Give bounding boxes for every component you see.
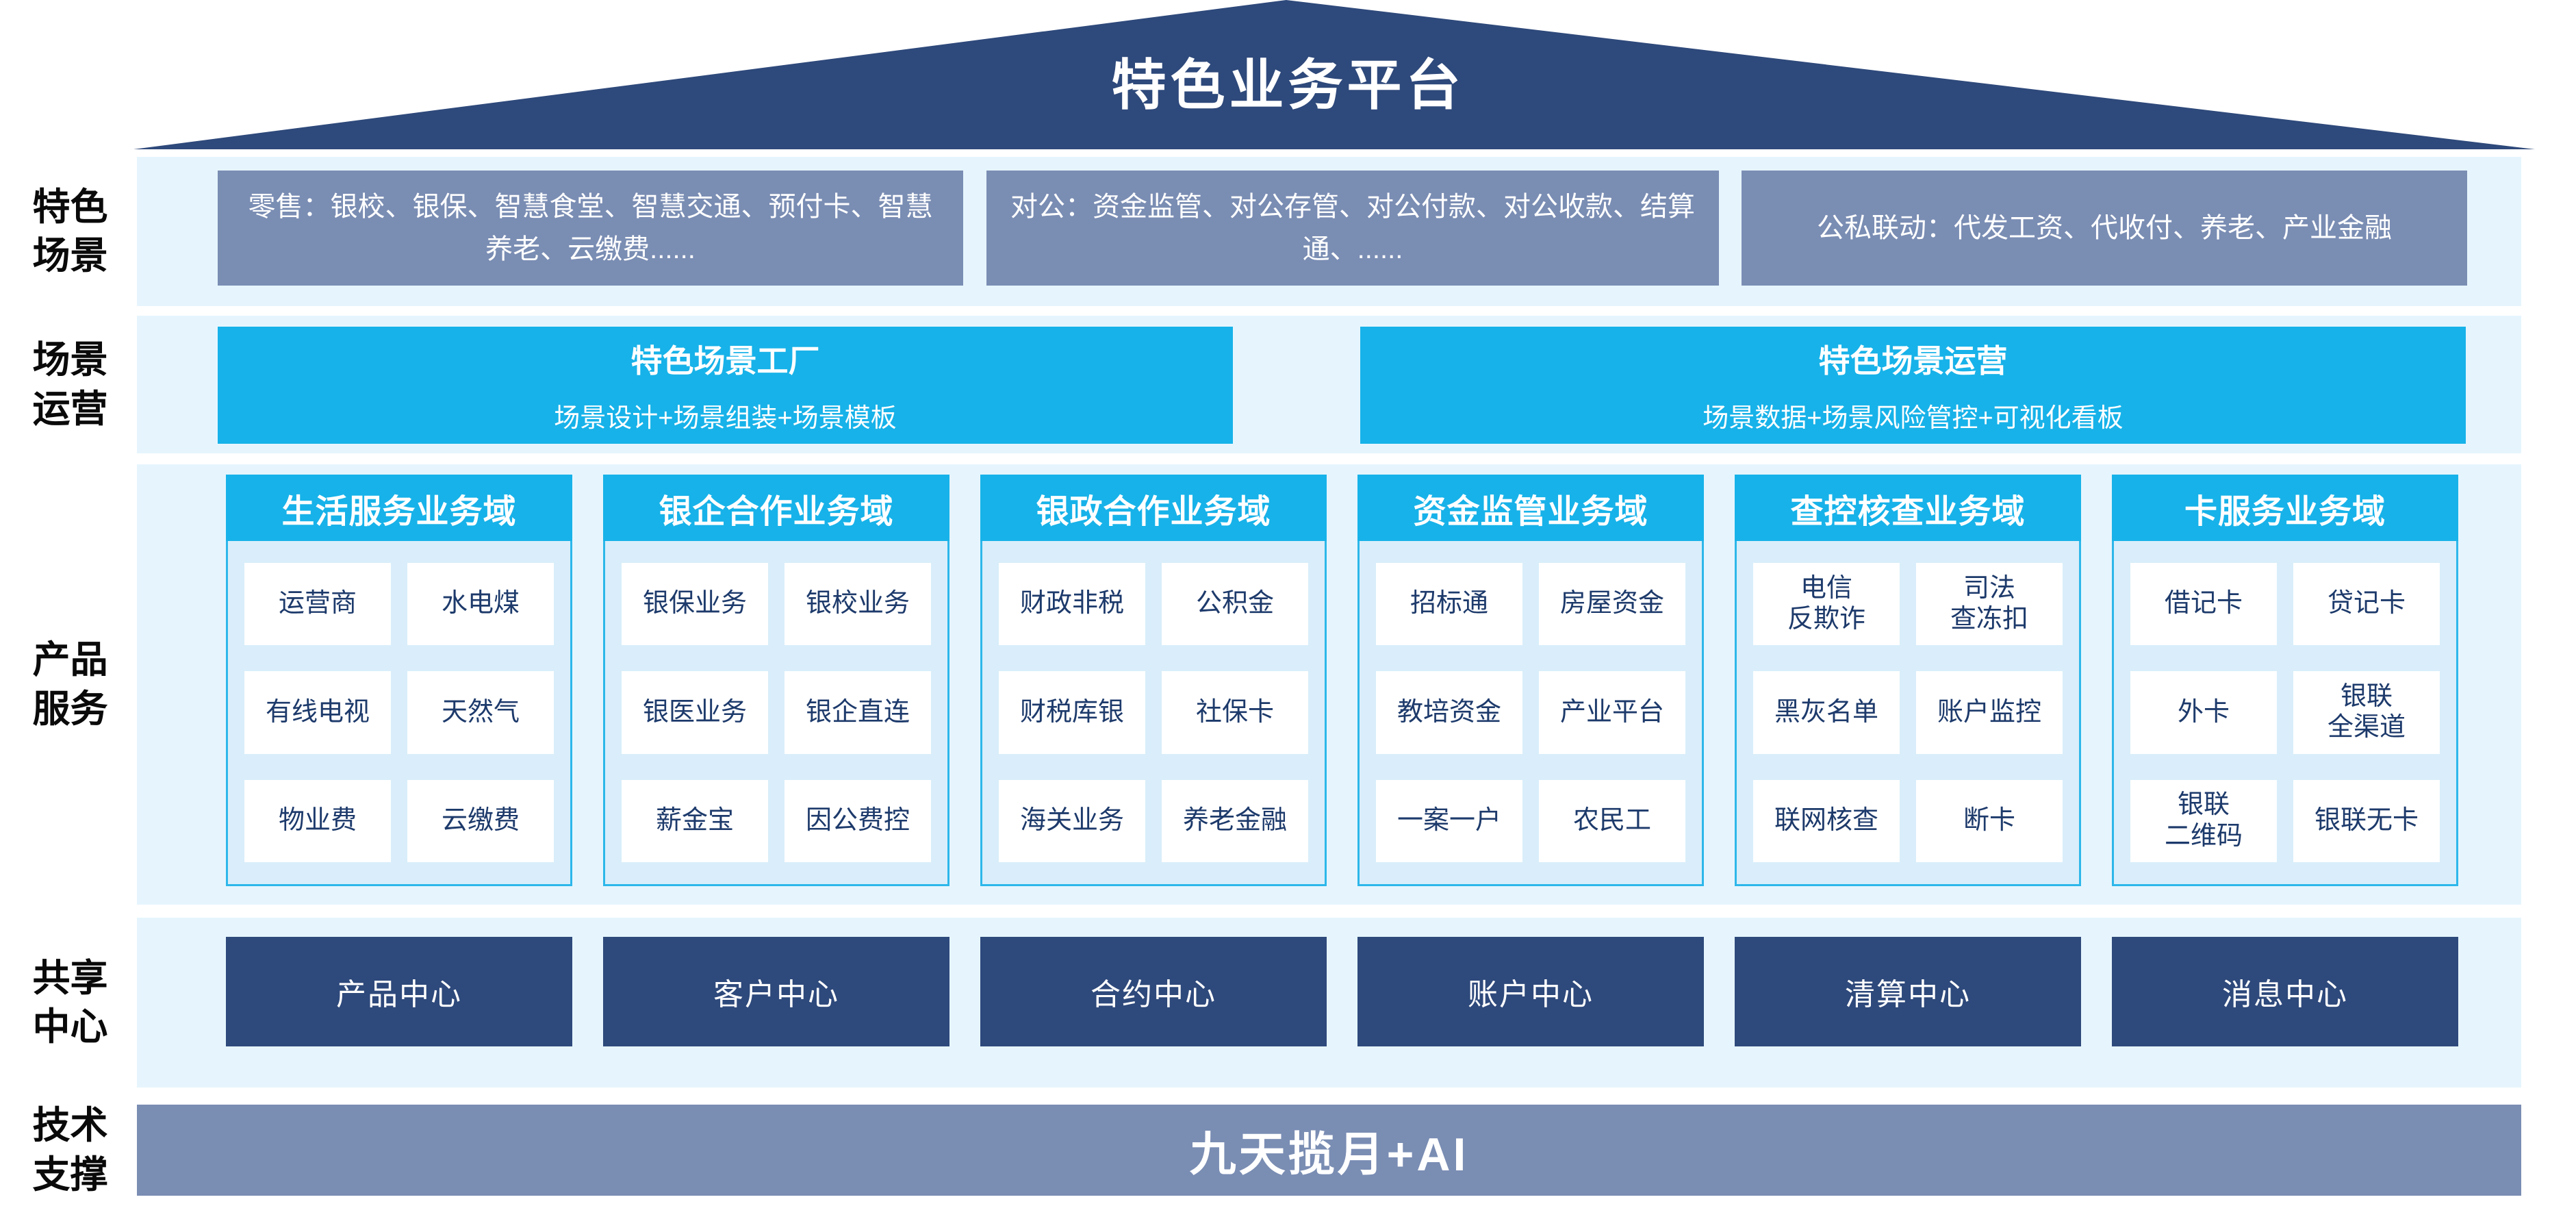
product-column-title: 银企合作业务域	[603, 475, 949, 541]
product-cell: 贷记卡	[2293, 563, 2440, 646]
scenario-box-retail: 零售：银校、银保、智慧食堂、智慧交通、预付卡、智慧养老、云缴费......	[218, 171, 963, 286]
product-cell: 银医业务	[622, 671, 768, 754]
product-cell: 招标通	[1376, 563, 1522, 646]
product-cell: 断卡	[1916, 779, 2063, 862]
shared-center-customer: 客户中心	[603, 937, 949, 1046]
tech-support-label: 九天揽月+AI	[1189, 1129, 1469, 1181]
product-cell: 财税库银	[999, 671, 1145, 754]
product-column-body: 招标通 房屋资金 教培资金 产业平台 一案一户 农民工	[1357, 541, 1704, 886]
product-column-body: 运营商 水电煤 有线电视 天然气 物业费 云缴费	[226, 541, 572, 886]
product-cell: 公积金	[1162, 563, 1308, 646]
product-column-bank-enterprise: 银企合作业务域 银保业务 银校业务 银医业务 银企直连 薪金宝 因公费控	[603, 475, 949, 886]
operations-band: 特色场景工厂 场景设计+场景组装+场景模板 特色场景运营 场景数据+场景风险管控…	[137, 316, 2521, 453]
tech-support-bar: 九天揽月+AI	[137, 1105, 2521, 1196]
row-label-scenarios: 特色 场景	[32, 185, 108, 277]
product-cell: 外卡	[2130, 671, 2277, 754]
product-cell: 财政非税	[999, 563, 1145, 646]
product-column-body: 财政非税 公积金 财税库银 社保卡 海关业务 养老金融	[980, 541, 1327, 886]
operation-box-subtitle: 场景设计+场景组装+场景模板	[554, 404, 897, 433]
product-column-life-services: 生活服务业务域 运营商 水电煤 有线电视 天然气 物业费 云缴费	[226, 475, 572, 886]
product-cell: 银企直连	[785, 671, 931, 754]
product-cell: 借记卡	[2130, 563, 2277, 646]
operation-box-subtitle: 场景数据+场景风险管控+可视化看板	[1703, 404, 2124, 433]
row-label-tech: 技术 支撑	[32, 1104, 108, 1196]
product-cell: 银联 二维码	[2130, 779, 2277, 862]
scenarios-band: 零售：银校、银保、智慧食堂、智慧交通、预付卡、智慧养老、云缴费...... 对公…	[137, 157, 2521, 306]
product-column-body: 电信 反欺诈 司法 查冻扣 黑灰名单 账户监控 联网核查 断卡	[1735, 541, 2081, 886]
product-cell: 农民工	[1539, 779, 1685, 862]
product-cell: 薪金宝	[622, 779, 768, 862]
product-cell: 水电煤	[407, 563, 554, 646]
product-cell: 有线电视	[244, 671, 391, 754]
products-band: 生活服务业务域 运营商 水电煤 有线电视 天然气 物业费 云缴费 银企合作业务域…	[137, 464, 2521, 905]
product-cell: 社保卡	[1162, 671, 1308, 754]
product-cell: 养老金融	[1162, 779, 1308, 862]
shared-center-contract: 合约中心	[980, 937, 1327, 1046]
product-cell: 银联无卡	[2293, 779, 2440, 862]
product-column-title: 查控核查业务域	[1735, 475, 2081, 541]
row-label-products: 产品 服务	[32, 638, 108, 730]
product-column-bank-government: 银政合作业务域 财政非税 公积金 财税库银 社保卡 海关业务 养老金融	[980, 475, 1327, 886]
shared-band: 产品中心 客户中心 合约中心 账户中心 清算中心 消息中心	[137, 918, 2521, 1088]
product-cell: 账户监控	[1916, 671, 2063, 754]
product-cell: 产业平台	[1539, 671, 1685, 754]
shared-center-account: 账户中心	[1357, 937, 1704, 1046]
scenario-box-public-private: 公私联动：代发工资、代收付、养老、产业金融	[1742, 171, 2467, 286]
product-cell: 联网核查	[1753, 779, 1900, 862]
product-column-title: 银政合作业务域	[980, 475, 1327, 541]
page-title: 特色业务平台	[1111, 55, 1465, 116]
operation-box-title: 特色场景运营	[1818, 343, 2008, 379]
product-column-fund-supervision: 资金监管业务域 招标通 房屋资金 教培资金 产业平台 一案一户 农民工	[1357, 475, 1704, 886]
product-cell: 物业费	[244, 779, 391, 862]
product-column-body: 借记卡 贷记卡 外卡 银联 全渠道 银联 二维码 银联无卡	[2112, 541, 2458, 886]
product-cell: 司法 查冻扣	[1916, 563, 2063, 646]
product-cell: 银联 全渠道	[2293, 671, 2440, 754]
product-column-title: 生活服务业务域	[226, 475, 572, 541]
product-cell: 一案一户	[1376, 779, 1522, 862]
product-cell: 黑灰名单	[1753, 671, 1900, 754]
row-label-shared: 共享 中心	[32, 956, 108, 1048]
product-column-card-services: 卡服务业务域 借记卡 贷记卡 外卡 银联 全渠道 银联 二维码 银联无卡	[2112, 475, 2458, 886]
product-cell: 海关业务	[999, 779, 1145, 862]
product-column-title: 资金监管业务域	[1357, 475, 1704, 541]
product-cell: 天然气	[407, 671, 554, 754]
product-column-inquiry-verification: 查控核查业务域 电信 反欺诈 司法 查冻扣 黑灰名单 账户监控 联网核查 断卡	[1735, 475, 2081, 886]
product-cell: 房屋资金	[1539, 563, 1685, 646]
product-column-title: 卡服务业务域	[2112, 475, 2458, 541]
operation-box-scene-factory: 特色场景工厂 场景设计+场景组装+场景模板	[218, 327, 1233, 444]
product-cell: 因公费控	[785, 779, 931, 862]
product-cell: 银校业务	[785, 563, 931, 646]
product-cell: 运营商	[244, 563, 391, 646]
product-cell: 云缴费	[407, 779, 554, 862]
operation-box-title: 特色场景工厂	[630, 343, 820, 379]
row-label-operations: 场景 运营	[32, 338, 108, 430]
shared-center-product: 产品中心	[226, 937, 572, 1046]
product-column-body: 银保业务 银校业务 银医业务 银企直连 薪金宝 因公费控	[603, 541, 949, 886]
scenario-box-corporate: 对公：资金监管、对公存管、对公付款、对公收款、结算通、......	[986, 171, 1719, 286]
shared-center-message: 消息中心	[2112, 937, 2458, 1046]
product-cell: 银保业务	[622, 563, 768, 646]
operation-box-scene-operation: 特色场景运营 场景数据+场景风险管控+可视化看板	[1360, 327, 2466, 444]
product-cell: 教培资金	[1376, 671, 1522, 754]
product-cell: 电信 反欺诈	[1753, 563, 1900, 646]
shared-center-clearing: 清算中心	[1735, 937, 2081, 1046]
